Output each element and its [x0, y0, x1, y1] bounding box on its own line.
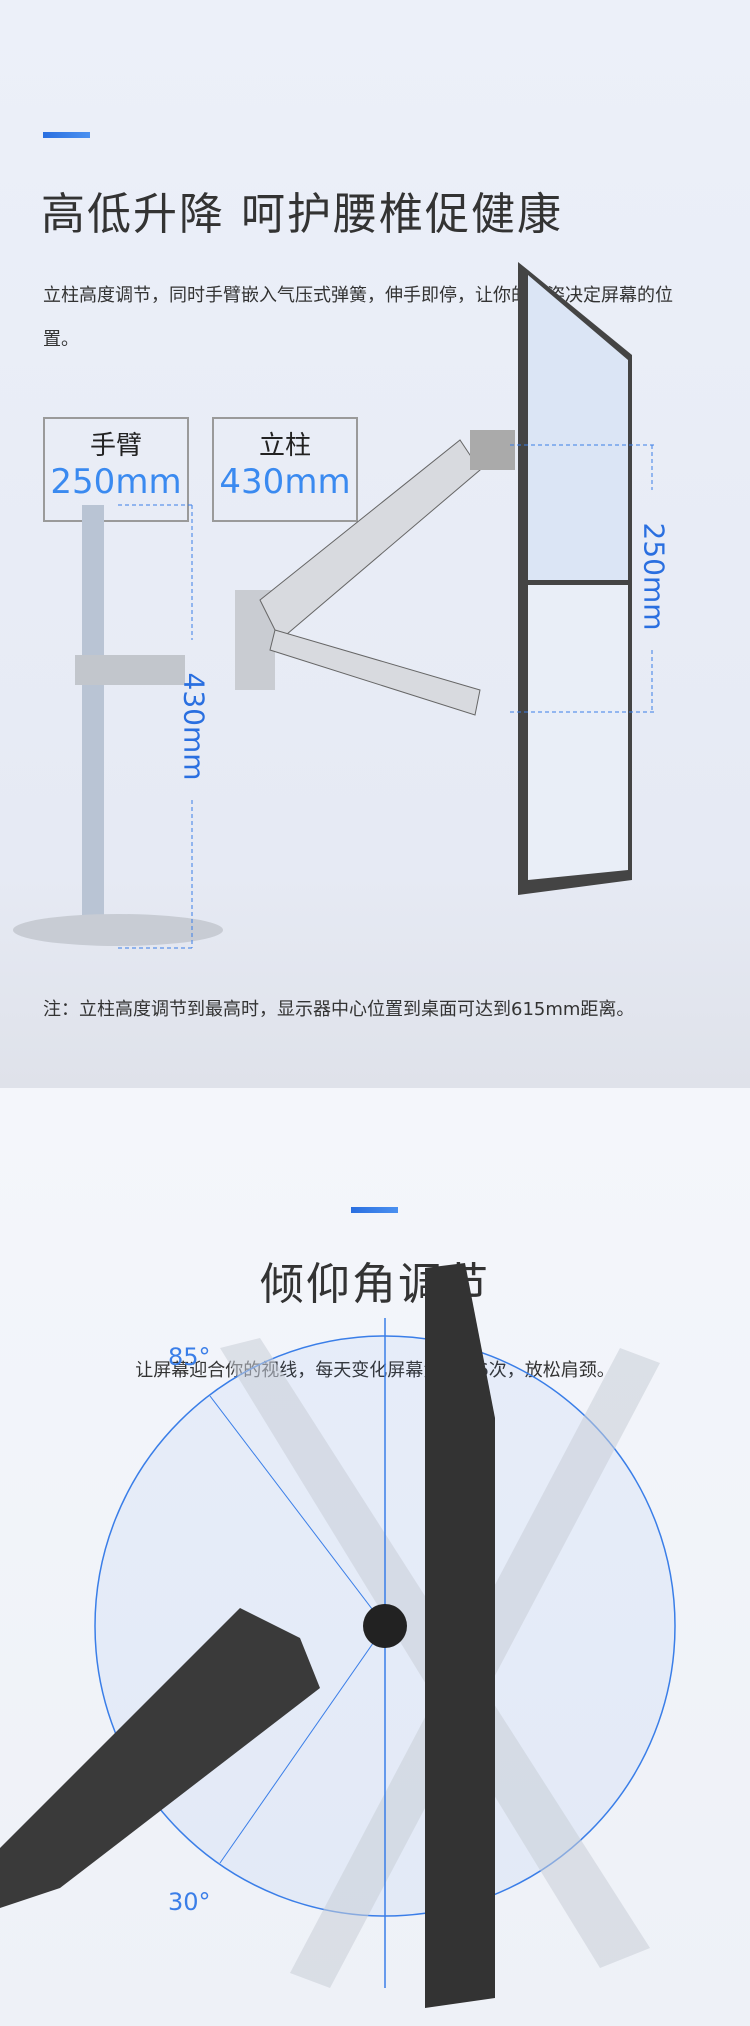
accent-bar	[351, 1207, 398, 1213]
angle-up-label: 85°	[168, 1343, 211, 1371]
spec-value: 250mm	[50, 462, 182, 502]
spec-label: 立柱	[258, 431, 311, 461]
section-description: 立柱高度调节，同时手臂嵌入气压式弹簧，伸手即停，让你的坐姿决定屏幕的位置。	[43, 285, 673, 350]
pole-dimension-label: 430mm	[177, 672, 211, 781]
spec-arm: 手臂 250mm	[43, 417, 189, 522]
height-adjust-section: 高低升降 呵护腰椎促健康 立柱高度调节，同时手臂嵌入气压式弹簧，伸手即停，让你的…	[0, 0, 750, 1088]
monitor-arm-illustration	[13, 262, 655, 949]
accent-bar	[43, 132, 90, 138]
angle-down-label: 30°	[168, 1888, 211, 1916]
arm-dimension-label: 250mm	[637, 522, 671, 631]
spec-label: 手臂	[89, 431, 142, 461]
height-note: 注：立柱高度调节到最高时，显示器中心位置到桌面可达到615mm距离。	[43, 999, 635, 1020]
spec-pole: 立柱 430mm	[212, 417, 358, 522]
tilt-adjust-section: 倾仰角调节 让屏幕迎合你的视线，每天变化屏幕角度3-6次，放松肩颈。 85° 3…	[0, 1088, 750, 2026]
tilt-illustration	[0, 1263, 676, 2008]
spec-value: 430mm	[219, 462, 351, 502]
section-title: 高低升降 呵护腰椎促健康	[41, 189, 563, 240]
